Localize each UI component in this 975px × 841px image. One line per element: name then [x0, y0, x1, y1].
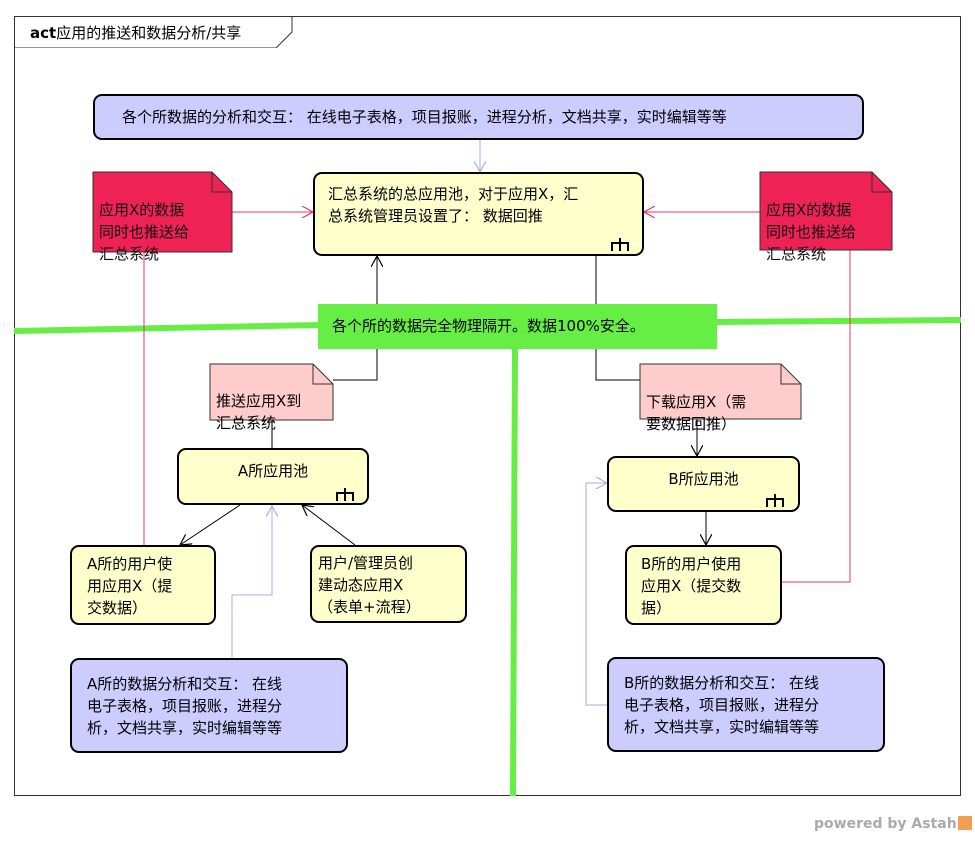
pool-a-label: A所应用池 — [237, 462, 309, 480]
download-note-shape — [639, 363, 802, 420]
right-data-note-shape — [759, 171, 893, 251]
push-note-shape — [209, 363, 334, 421]
rake-icon — [336, 488, 354, 501]
powered-by-footer: powered by Astah — [814, 816, 972, 832]
central-pool-text: 汇总系统的总应用池，对于应用X，汇 总系统管理员设置了： 数据回推 — [328, 185, 579, 225]
rake-icon — [611, 238, 629, 251]
users-b-action: B所的用户使用 应用X（提交数 据） — [625, 545, 782, 625]
users-b-text: B所的用户使用 应用X（提交数 据） — [641, 555, 742, 617]
analysis-b-text: B所的数据分析和交互： 在线 电子表格，项目报账，进程分 析，文档共享，实时编辑… — [624, 674, 820, 736]
analysis-a-text: A所的数据分析和交互： 在线 电子表格，项目报账，进程分 析，文档共享，实时编辑… — [87, 675, 283, 737]
isolation-label-text: 各个所的数据完全物理隔开。数据100%安全。 — [332, 317, 645, 335]
isolation-divider — [13, 317, 962, 797]
powered-by-text: powered by Astah — [814, 816, 957, 832]
top-analysis-banner: 各个所数据的分析和交互： 在线电子表格，项目报账，进程分析，文档共享，实时编辑等… — [93, 94, 864, 140]
analysis-b-to-pool-b — [585, 483, 607, 706]
download-note: 下载应用X（需 要数据回推） — [640, 366, 785, 460]
diagram-title: act应用的推送和数据分析/共享 — [30, 22, 241, 43]
users-a-action: A所的用户使 用应用X（提 交数据） — [70, 545, 216, 625]
top-banner-text: 各个所数据的分析和交互： 在线电子表格，项目报账，进程分析，文档共享，实时编辑等… — [122, 108, 727, 126]
left-data-note-shape — [92, 171, 233, 253]
analysis-b: B所的数据分析和交互： 在线 电子表格，项目报账，进程分 析，文档共享，实时编辑… — [607, 657, 885, 752]
analysis-a-to-pool-a — [231, 506, 272, 658]
right-note-text: 应用X的数据 同时也推送给 汇总系统 — [766, 201, 857, 263]
pool-b-label: B所应用池 — [668, 470, 739, 488]
right-data-note: 应用X的数据 同时也推送给 汇总系统 — [760, 174, 875, 290]
frame-title-tab — [14, 16, 293, 48]
push-flow-upper — [333, 256, 377, 381]
admin-to-pool-a — [302, 505, 356, 546]
admin-create-action: 用户/管理员创 建动态应用X （表单+流程） — [310, 545, 467, 623]
left-note-text: 应用X的数据 同时也推送给 汇总系统 — [99, 201, 190, 263]
isolation-label: 各个所的数据完全物理隔开。数据100%安全。 — [318, 304, 717, 349]
admin-create-text: 用户/管理员创 建动态应用X （表单+流程） — [318, 554, 421, 616]
users-a-text: A所的用户使 用应用X（提 交数据） — [87, 555, 173, 617]
push-note-text: 推送应用X到 汇总系统 — [216, 392, 302, 432]
download-note-text: 下载应用X（需 要数据回推） — [646, 393, 747, 433]
central-application-pool: 汇总系统的总应用池，对于应用X，汇 总系统管理员设置了： 数据回推 — [313, 172, 644, 256]
analysis-a: A所的数据分析和交互： 在线 电子表格，项目报账，进程分 析，文档共享，实时编辑… — [70, 658, 348, 753]
astah-logo-icon — [957, 816, 972, 830]
download-flow — [595, 256, 640, 381]
push-note: 推送应用X到 汇总系统 — [210, 365, 330, 459]
diagram-frame — [14, 16, 961, 796]
rake-icon — [766, 494, 784, 507]
users-b-to-right-note-link — [782, 250, 851, 583]
diagram-title-keyword: act — [30, 24, 57, 42]
left-data-note: 应用X的数据 同时也推送给 汇总系统 — [93, 174, 218, 290]
diagram-title-text: 应用的推送和数据分析/共享 — [56, 24, 242, 42]
pool-a-to-users-a — [180, 504, 241, 545]
